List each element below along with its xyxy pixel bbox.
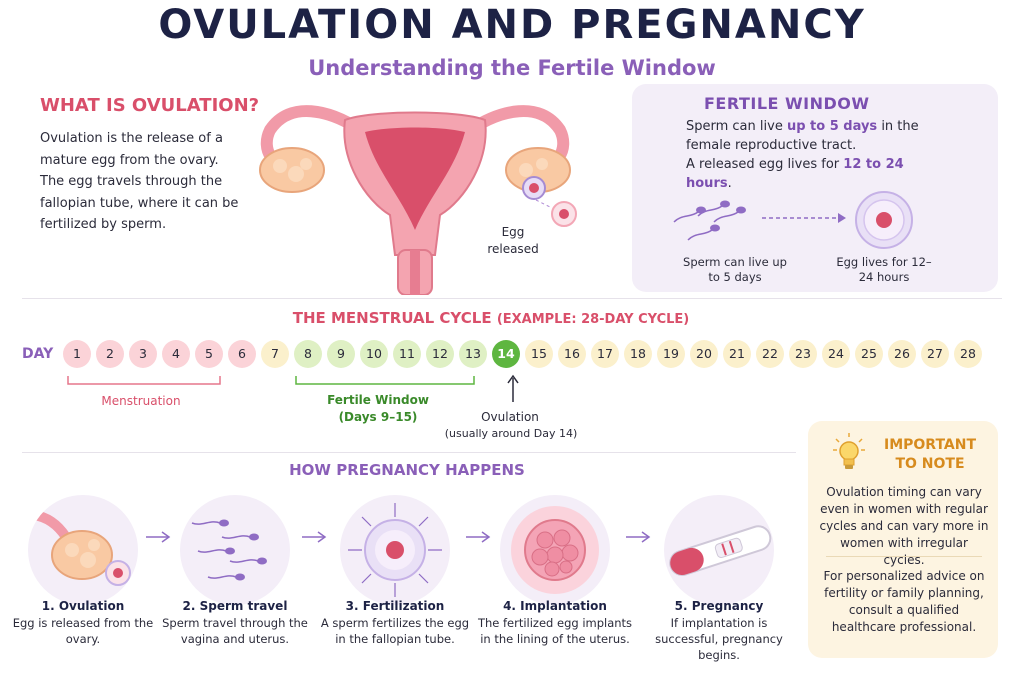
day-16: 16 bbox=[558, 340, 586, 368]
divider bbox=[22, 452, 796, 453]
page-title: OVULATION AND PREGNANCY bbox=[158, 2, 866, 48]
step-text: If implantation is successful, pregnancy… bbox=[655, 616, 783, 662]
note-heading: IMPORTANT TO NOTE bbox=[883, 437, 977, 472]
fertile-window-label: Fertile Window bbox=[327, 393, 429, 407]
ovulation-note: (usually around Day 14) bbox=[444, 427, 578, 440]
step-text: The fertilized egg implants in the linin… bbox=[477, 616, 633, 646]
fertilization-icon bbox=[348, 503, 442, 597]
egg-lifespan-text: A released egg lives for 12 to 24 hours. bbox=[686, 157, 904, 191]
whatis-heading: WHAT IS OVULATION? bbox=[40, 95, 260, 116]
step-text: Sperm travel through the vagina and uter… bbox=[162, 616, 308, 646]
day-18: 18 bbox=[624, 340, 652, 368]
step-circle-implantation bbox=[500, 495, 610, 605]
whatis-body: Ovulation is the release of a mature egg… bbox=[40, 131, 239, 232]
note-text-timing: Ovulation timing can vary even in women … bbox=[819, 485, 989, 567]
arrow-icon bbox=[626, 531, 651, 543]
cycle-heading: THE MENSTRUAL CYCLE (EXAMPLE: 28-DAY CYC… bbox=[292, 309, 690, 327]
day-21: 21 bbox=[723, 340, 751, 368]
step-title: 4. Implantation bbox=[503, 599, 607, 613]
page-subtitle: Understanding the Fertile Window bbox=[308, 56, 716, 80]
day-12: 12 bbox=[426, 340, 454, 368]
day-19: 19 bbox=[657, 340, 685, 368]
day-3: 3 bbox=[129, 340, 157, 368]
step-circle-fertilization bbox=[340, 495, 450, 605]
day-14: 14 bbox=[492, 340, 520, 368]
step-circle-ovulation bbox=[28, 495, 138, 605]
sperm-lifespan-text: Sperm can live up to 5 days in the femal… bbox=[686, 119, 919, 153]
arrow-icon bbox=[302, 531, 327, 543]
day-13: 13 bbox=[459, 340, 487, 368]
day-22: 22 bbox=[756, 340, 784, 368]
day-26: 26 bbox=[888, 340, 916, 368]
day-8: 8 bbox=[294, 340, 322, 368]
day-20: 20 bbox=[690, 340, 718, 368]
menstruation-label: Menstruation bbox=[101, 394, 181, 408]
day-23: 23 bbox=[789, 340, 817, 368]
day-17: 17 bbox=[591, 340, 619, 368]
day-7: 7 bbox=[261, 340, 289, 368]
day-5: 5 bbox=[195, 340, 223, 368]
step-circle-sperm bbox=[180, 495, 290, 605]
step-title: 5. Pregnancy bbox=[674, 599, 764, 613]
day-4: 4 bbox=[162, 340, 190, 368]
lightbulb-icon bbox=[833, 433, 865, 469]
fertile-window-heading: FERTILE WINDOW bbox=[704, 94, 870, 113]
day-24: 24 bbox=[822, 340, 850, 368]
sperm-caption: Sperm can live up to 5 days bbox=[683, 255, 787, 284]
step-text: Egg is released from the ovary. bbox=[12, 616, 154, 646]
day-11: 11 bbox=[393, 340, 421, 368]
step-title: 3. Fertilization bbox=[345, 599, 445, 613]
step-title: 2. Sperm travel bbox=[182, 599, 288, 613]
day-6: 6 bbox=[228, 340, 256, 368]
important-note-panel bbox=[808, 421, 998, 658]
day-1: 1 bbox=[63, 340, 91, 368]
sperm-to-egg-icon bbox=[673, 191, 913, 249]
fertile-days-label: (Days 9–15) bbox=[338, 410, 418, 424]
fertile-window-panel bbox=[632, 84, 998, 292]
day-25: 25 bbox=[855, 340, 883, 368]
how-heading: HOW PREGNANCY HAPPENS bbox=[289, 461, 525, 479]
day-2: 2 bbox=[96, 340, 124, 368]
day-10: 10 bbox=[360, 340, 388, 368]
cycle-brackets bbox=[67, 376, 475, 385]
divider bbox=[826, 556, 982, 557]
note-text-advice: For personalized advice on fertility or … bbox=[823, 569, 985, 634]
step-text: A sperm fertilizes the egg in the fallop… bbox=[320, 616, 470, 646]
embryo-icon bbox=[511, 506, 599, 594]
pregnancy-test-icon bbox=[669, 525, 772, 577]
arrow-icon bbox=[146, 531, 171, 543]
step-title: 1. Ovulation bbox=[41, 599, 125, 613]
egg-caption: Egg lives for 12–24 hours bbox=[836, 255, 932, 284]
day-9: 9 bbox=[327, 340, 355, 368]
day-label: DAY bbox=[22, 346, 54, 362]
ovulation-label: Ovulation bbox=[481, 410, 539, 424]
day-28: 28 bbox=[954, 340, 982, 368]
ovary-egg-icon bbox=[29, 510, 131, 586]
ovulation-arrow-icon bbox=[507, 374, 519, 402]
day-15: 15 bbox=[525, 340, 553, 368]
divider bbox=[22, 298, 1002, 299]
sperm-icon bbox=[191, 519, 267, 581]
arrow-icon bbox=[466, 531, 491, 543]
egg-released-label: Egg released bbox=[487, 225, 539, 256]
step-circle-pregnancy bbox=[664, 495, 774, 605]
day-27: 27 bbox=[921, 340, 949, 368]
uterus-illustration bbox=[250, 90, 580, 296]
